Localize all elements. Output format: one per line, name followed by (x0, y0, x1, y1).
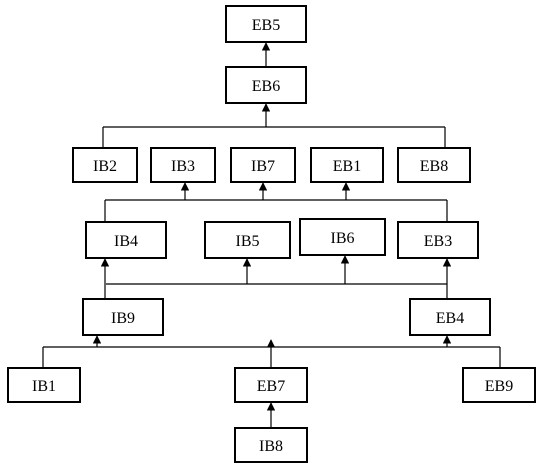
node-ib7: IB7 (230, 147, 296, 183)
node-box (72, 147, 138, 183)
node-label: IB7 (251, 158, 275, 175)
node-label: EB4 (436, 310, 464, 327)
node-box (234, 367, 308, 403)
node-box (150, 147, 216, 183)
node-ib2: IB2 (72, 147, 138, 183)
node-box (85, 221, 167, 259)
node-eb5: EB5 (225, 5, 307, 43)
node-label: EB9 (485, 378, 513, 395)
node-label: IB3 (171, 158, 195, 175)
node-eb9: EB9 (462, 367, 536, 403)
node-box (409, 298, 491, 336)
node-ib8: IB8 (234, 427, 308, 463)
node-eb4: EB4 (409, 298, 491, 336)
node-label: EB1 (333, 158, 361, 175)
node-ib4: IB4 (85, 221, 167, 259)
node-label: IB4 (114, 233, 138, 250)
node-box (225, 66, 307, 104)
node-box (310, 147, 384, 183)
node-eb6: EB6 (225, 66, 307, 104)
node-label: EB6 (252, 78, 280, 95)
node-box (462, 367, 536, 403)
node-ib6: IB6 (299, 218, 386, 256)
node-ib1: IB1 (7, 367, 81, 403)
node-box (225, 5, 307, 43)
node-label: IB5 (236, 233, 260, 250)
node-box (7, 367, 81, 403)
node-eb3: EB3 (397, 221, 479, 259)
node-label: IB1 (32, 378, 56, 395)
node-box (204, 221, 291, 259)
node-box (397, 147, 471, 183)
node-eb1: EB1 (310, 147, 384, 183)
node-label: IB6 (331, 230, 355, 247)
node-label: EB3 (424, 233, 452, 250)
node-label: EB5 (252, 17, 280, 34)
node-label: IB9 (111, 310, 135, 327)
node-label: IB8 (259, 438, 283, 455)
node-eb8: EB8 (397, 147, 471, 183)
node-eb7: EB7 (234, 367, 308, 403)
node-ib3: IB3 (150, 147, 216, 183)
node-label: EB7 (257, 378, 285, 395)
connector-lines (42, 42, 501, 428)
node-box (230, 147, 296, 183)
node-box (299, 218, 386, 256)
node-box (397, 221, 479, 259)
node-ib5: IB5 (204, 221, 291, 259)
node-box (234, 427, 308, 463)
node-label: EB8 (420, 158, 448, 175)
node-box (82, 298, 164, 336)
node-label: IB2 (93, 158, 117, 175)
node-ib9: IB9 (82, 298, 164, 336)
